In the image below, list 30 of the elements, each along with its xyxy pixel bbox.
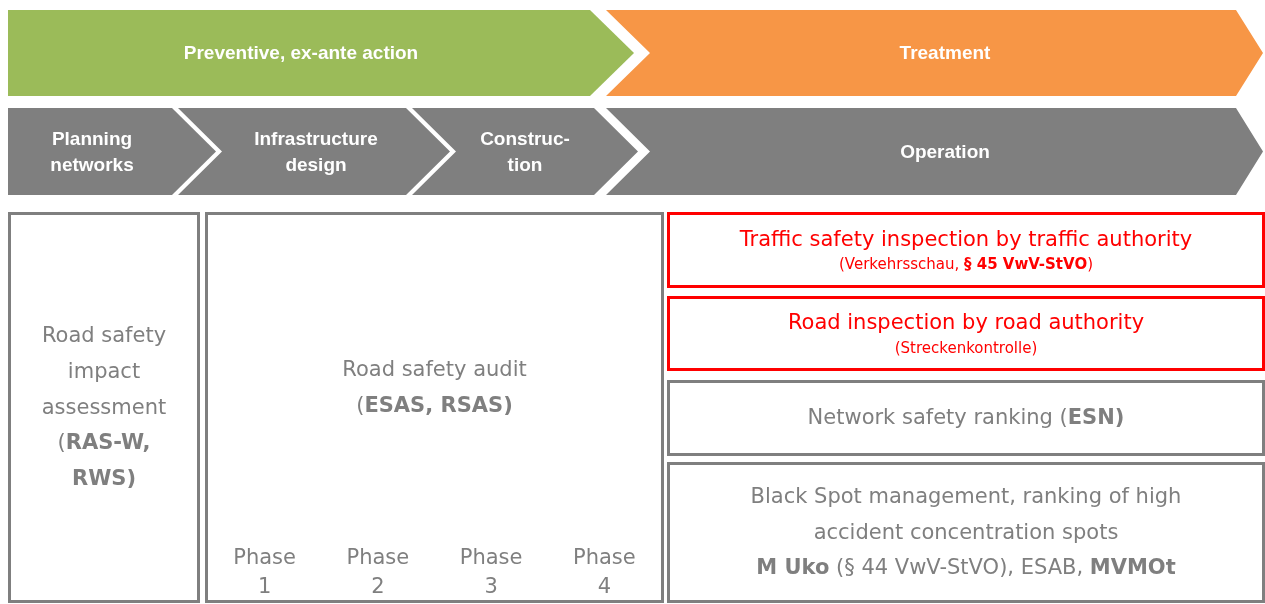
process-box [205, 212, 664, 603]
box-title: Traffic safety inspection by traffic authority [739, 225, 1193, 253]
phase-banner [8, 10, 634, 96]
phase-banner [606, 10, 1263, 96]
highlighted-box [667, 212, 1265, 288]
stage-label: Preventive, ex-ante action [183, 41, 419, 66]
box-subtitle: M Uko (§ 44 VwV-StVO), ESAB, MVMOt [755, 554, 1177, 582]
stage-label: Infrastructure design [253, 126, 379, 177]
stage-label: Planning networks [49, 126, 135, 177]
stage-banner [178, 108, 450, 195]
highlighted-box [667, 296, 1265, 371]
box-title: Road safety audit (ESAS, RSAS) [341, 355, 528, 419]
stage-banner [412, 108, 638, 195]
process-box [667, 462, 1265, 603]
box-title: Black Spot management, ranking of high accident concentration spots [749, 482, 1183, 546]
phase-label: Phase 3 [458, 544, 524, 600]
stage-label: Construc- tion [479, 126, 571, 177]
phase-label: Phase 4 [572, 544, 637, 600]
stage-label: Operation [900, 139, 990, 164]
stage-label: Treatment [899, 41, 991, 66]
box-title: Road inspection by road authority [787, 309, 1145, 337]
box-subtitle: (Streckenkontrolle) [894, 337, 1038, 359]
stage-banner [8, 108, 216, 195]
box-subtitle: (Verkehrsschau, § 45 VwV-StVO) [839, 254, 1093, 276]
phase-label: Phase 2 [345, 544, 411, 600]
phase-label: Phase 1 [232, 544, 297, 600]
box-title: Road safety impact assessment (RAS-W, RWS) [40, 322, 168, 493]
process-box [8, 212, 200, 603]
box-title: Network safety ranking (ESN) [807, 404, 1125, 432]
process-box [667, 380, 1265, 456]
